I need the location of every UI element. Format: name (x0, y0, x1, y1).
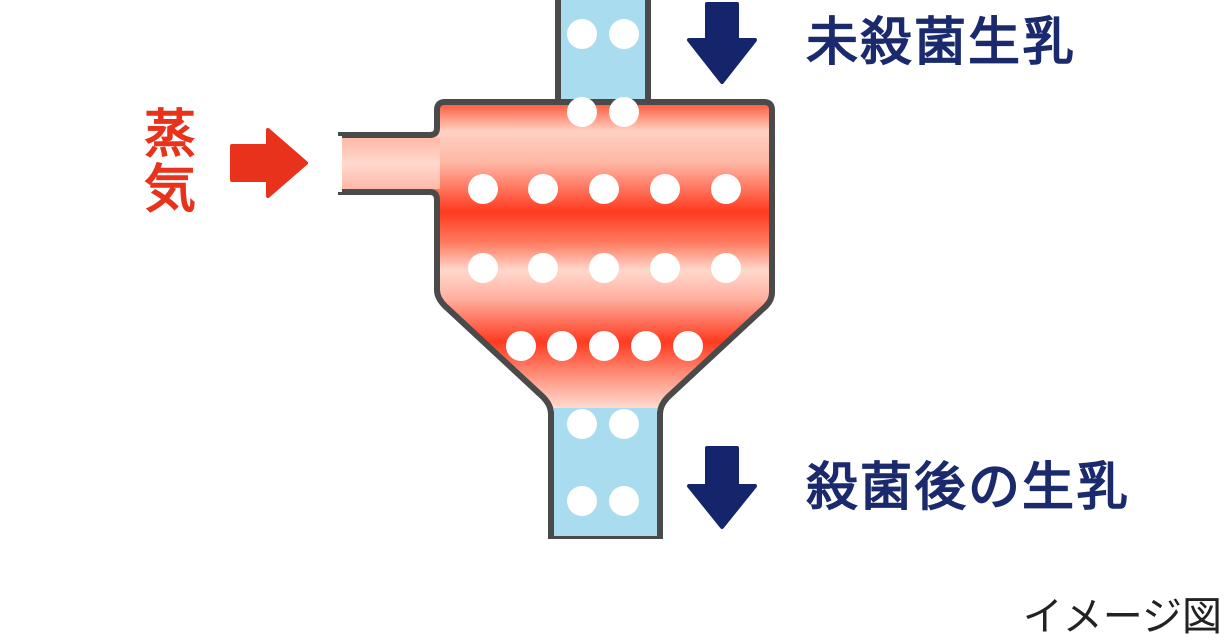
inlet-milk-pipe (555, 0, 651, 107)
steam-label-line2: 気 (143, 159, 196, 220)
input-milk-label: 未殺菌生乳 (806, 13, 1077, 73)
down-arrow-icon (687, 446, 757, 529)
right-arrow-icon (230, 128, 308, 198)
output-milk-label: 殺菌後の生乳 (806, 458, 1131, 518)
image-caption: イメージ図 (1022, 594, 1222, 640)
steam-label: 蒸 気 (140, 108, 200, 217)
steam-inlet-pipe (338, 138, 440, 189)
milk-droplets (468, 19, 741, 516)
down-arrow-icon (687, 2, 757, 84)
steam-label-line1: 蒸 (143, 105, 196, 165)
